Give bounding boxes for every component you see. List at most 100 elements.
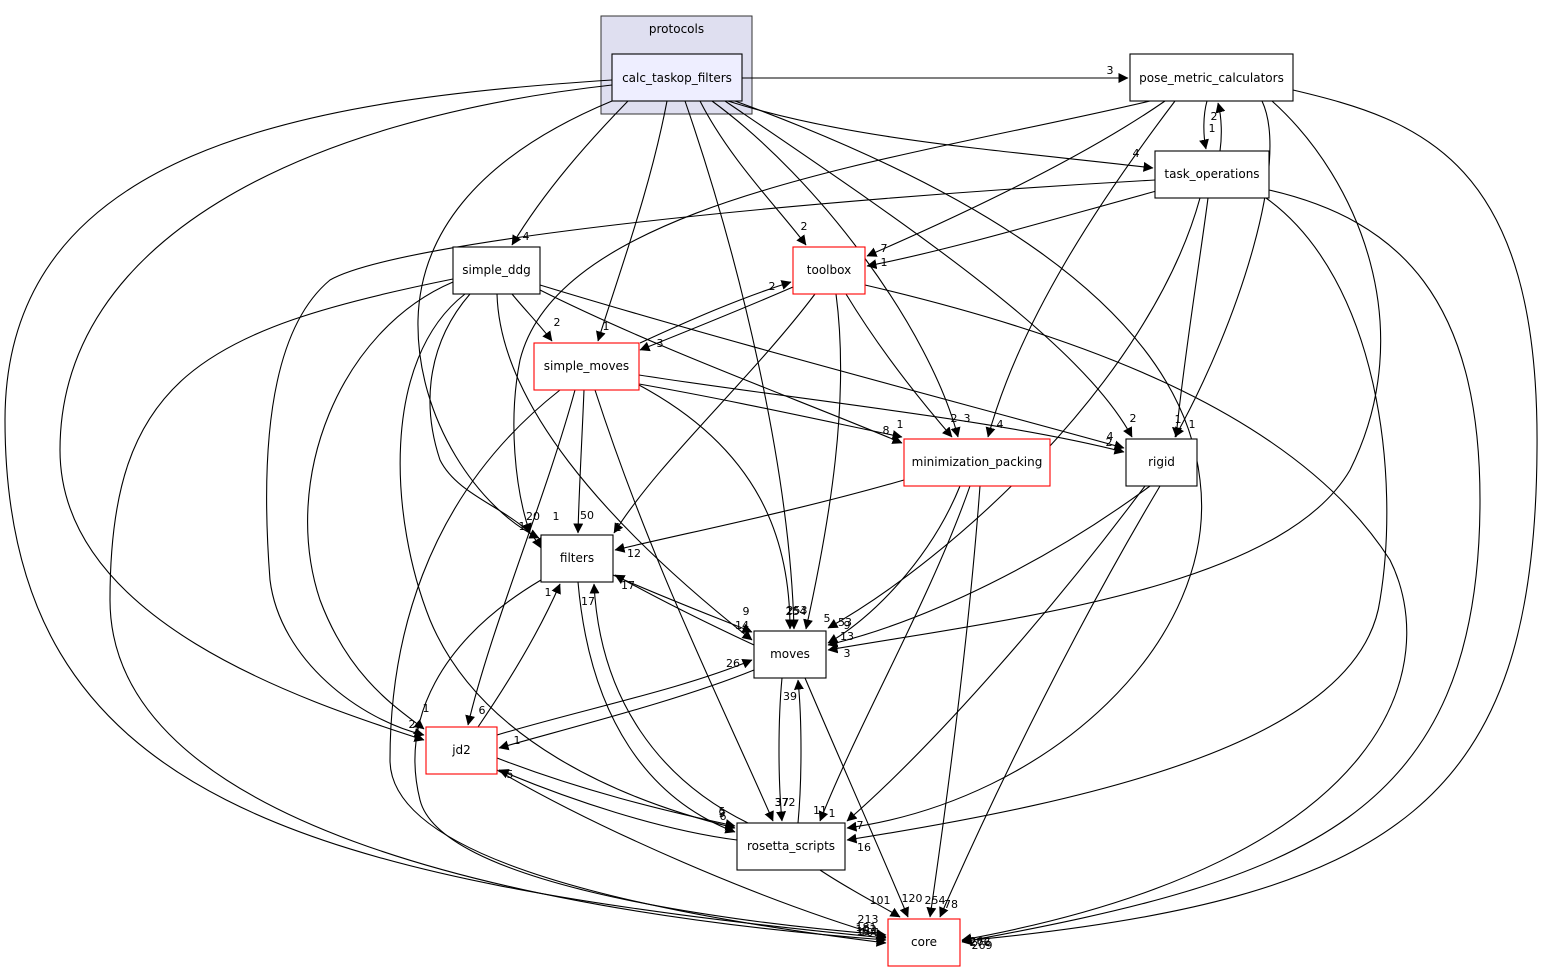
edge-label[interactable]: 4 — [1107, 430, 1114, 443]
edge-label[interactable]: 3 — [657, 337, 664, 350]
edge-rosetta-scripts-to-filters[interactable] — [589, 583, 749, 824]
edge-label[interactable]: 2 — [1211, 110, 1218, 123]
edge-simple-moves-to-moves[interactable] — [638, 384, 795, 630]
edge-jd2-to-core[interactable] — [496, 769, 887, 940]
edge-filters-to-rosetta-scripts[interactable] — [577, 581, 736, 834]
edge-pose-metric-calculators-to-filters[interactable] — [513, 100, 1151, 534]
edge-pose-metric-calculators-to-core[interactable] — [961, 89, 1538, 946]
edge-label[interactable]: 154 — [857, 925, 878, 938]
edge-label[interactable]: 53 — [838, 616, 852, 629]
edge-label[interactable]: 20 — [526, 510, 540, 523]
edge-pose-metric-calculators-to-minimization-packing[interactable] — [985, 100, 1176, 438]
edge-moves-to-core[interactable] — [804, 677, 909, 918]
edge-label[interactable]: 17 — [581, 595, 595, 608]
edge-calc-taskop-filters-to-core[interactable] — [4, 79, 887, 943]
edge-calc-taskop-filters-to-simple-ddg[interactable] — [511, 100, 629, 246]
edge-moves-to-rosetta-scripts[interactable] — [776, 677, 787, 822]
edge-jd2-to-filters[interactable] — [477, 583, 561, 728]
edge-minimization-packing-to-moves[interactable] — [827, 485, 961, 644]
node-rigid[interactable]: rigid — [1125, 438, 1198, 487]
edge-simple-ddg-to-jd2[interactable] — [307, 281, 454, 730]
node-jd2[interactable]: jd2 — [425, 726, 498, 775]
edge-rosetta-scripts-to-core[interactable] — [819, 869, 901, 918]
edge-task-operations-to-rosetta-scripts[interactable] — [846, 197, 1388, 844]
edge-label[interactable]: 101 — [860, 926, 881, 939]
node-pose-metric-calculators[interactable]: pose_metric_calculators — [1129, 53, 1294, 102]
edge-label[interactable]: 14 — [735, 619, 749, 632]
edge-label[interactable]: 254 — [925, 894, 946, 907]
edge-label[interactable]: 213 — [858, 913, 879, 926]
edge-simple-moves-to-toolbox[interactable] — [639, 280, 792, 344]
edge-label[interactable]: 9 — [844, 619, 851, 632]
edge-label[interactable]: 17 — [621, 579, 635, 592]
edge-simple-ddg-to-minimization-packing[interactable] — [539, 289, 903, 444]
edge-label[interactable]: 2 — [769, 280, 776, 293]
edge-toolbox-to-core[interactable] — [864, 284, 1408, 944]
edge-label[interactable]: 13 — [840, 630, 854, 643]
node-toolbox[interactable]: toolbox — [792, 246, 866, 295]
edge-task-operations-to-toolbox[interactable] — [866, 189, 1161, 270]
edge-label[interactable]: 4 — [997, 418, 1004, 431]
edge-calc-taskop-filters-to-simple-moves[interactable] — [596, 100, 668, 342]
edge-task-operations-to-jd2[interactable] — [266, 179, 1156, 738]
edge-minimization-packing-to-filters[interactable] — [614, 479, 905, 553]
edge-label[interactable]: 1 — [615, 521, 622, 534]
edge-label[interactable]: 254 — [786, 605, 807, 618]
edge-calc-taskop-filters-to-jd2[interactable] — [59, 84, 613, 742]
node-moves[interactable]: moves — [753, 630, 827, 679]
edge-jd2-to-moves[interactable] — [496, 659, 753, 736]
edge-label[interactable]: 1 — [1175, 413, 1182, 426]
edge-label[interactable]: 1 — [1189, 418, 1196, 431]
node-simple-ddg[interactable]: simple_ddg — [452, 246, 541, 295]
edge-pose-metric-calculators-to-task-operations[interactable] — [1199, 100, 1209, 150]
edge-label[interactable]: 1 — [545, 586, 552, 599]
edge-label[interactable]: 181 — [856, 921, 877, 934]
edge-label[interactable]: 262 — [970, 935, 991, 948]
node-simple-moves[interactable]: simple_moves — [533, 342, 640, 391]
edge-label[interactable]: 1 — [881, 256, 888, 269]
edge-toolbox-to-filters[interactable] — [613, 293, 816, 534]
edge-simple-moves-to-rigid[interactable] — [638, 374, 1125, 455]
edge-minimization-packing-to-core[interactable] — [926, 485, 981, 918]
edge-calc-taskop-filters-to-rigid[interactable] — [724, 100, 1133, 438]
edge-label[interactable]: 4 — [523, 230, 530, 243]
node-calc-taskop-filters[interactable]: calc_taskop_filters — [611, 53, 743, 102]
edge-filters-to-core[interactable] — [414, 579, 887, 940]
edge-simple-ddg-to-rigid[interactable] — [539, 284, 1125, 451]
edge-label[interactable]: 9 — [719, 807, 726, 820]
edge-label[interactable]: 8 — [883, 424, 890, 437]
edge-task-operations-to-core[interactable] — [961, 189, 1481, 946]
edge-simple-ddg-to-filters[interactable] — [429, 293, 542, 549]
edge-label[interactable]: 5 — [824, 612, 831, 625]
edge-simple-moves-to-core[interactable] — [389, 389, 887, 947]
edge-label[interactable]: 26 — [726, 657, 740, 670]
edge-moves-to-jd2[interactable] — [498, 669, 755, 751]
edge-label[interactable]: 120 — [902, 892, 923, 905]
edge-label[interactable]: 2 — [409, 718, 416, 731]
edge-task-operations-to-rigid[interactable] — [1172, 197, 1209, 438]
edge-toolbox-to-simple-moves[interactable] — [639, 286, 794, 352]
edge-label[interactable]: 1 — [1209, 122, 1216, 135]
edge-calc-taskop-filters-to-task-operations[interactable] — [727, 100, 1154, 172]
edge-filters-to-moves[interactable] — [612, 574, 753, 634]
edge-rosetta-scripts-to-moves[interactable] — [793, 679, 804, 824]
edge-label[interactable]: 6 — [479, 704, 486, 717]
edge-label[interactable]: 276 — [970, 936, 991, 949]
edge-label[interactable]: 1 — [514, 734, 521, 747]
edge-label[interactable]: 4 — [1133, 147, 1140, 160]
edge-calc-taskop-filters-to-filters[interactable] — [417, 100, 613, 539]
edge-label[interactable]: 1 — [603, 320, 610, 333]
edge-simple-moves-to-filters[interactable] — [573, 389, 585, 534]
edge-label[interactable]: 269 — [972, 939, 993, 952]
edge-simple-moves-to-rosetta-scripts[interactable] — [594, 389, 774, 822]
edge-rigid-to-core[interactable] — [939, 485, 1161, 918]
edge-simple-ddg-to-rosetta-scripts[interactable] — [399, 293, 736, 831]
edge-label[interactable]: 37 — [775, 796, 789, 809]
edge-toolbox-to-moves[interactable] — [803, 293, 842, 630]
edge-label[interactable]: 2 — [951, 412, 958, 425]
edge-simple-moves-to-jd2[interactable] — [465, 389, 576, 726]
edge-label[interactable]: 5 — [507, 768, 514, 781]
edge-moves-to-filters[interactable] — [614, 574, 755, 646]
edge-label[interactable]: 2 — [1130, 412, 1137, 425]
edge-label[interactable]: 3 — [964, 412, 971, 425]
